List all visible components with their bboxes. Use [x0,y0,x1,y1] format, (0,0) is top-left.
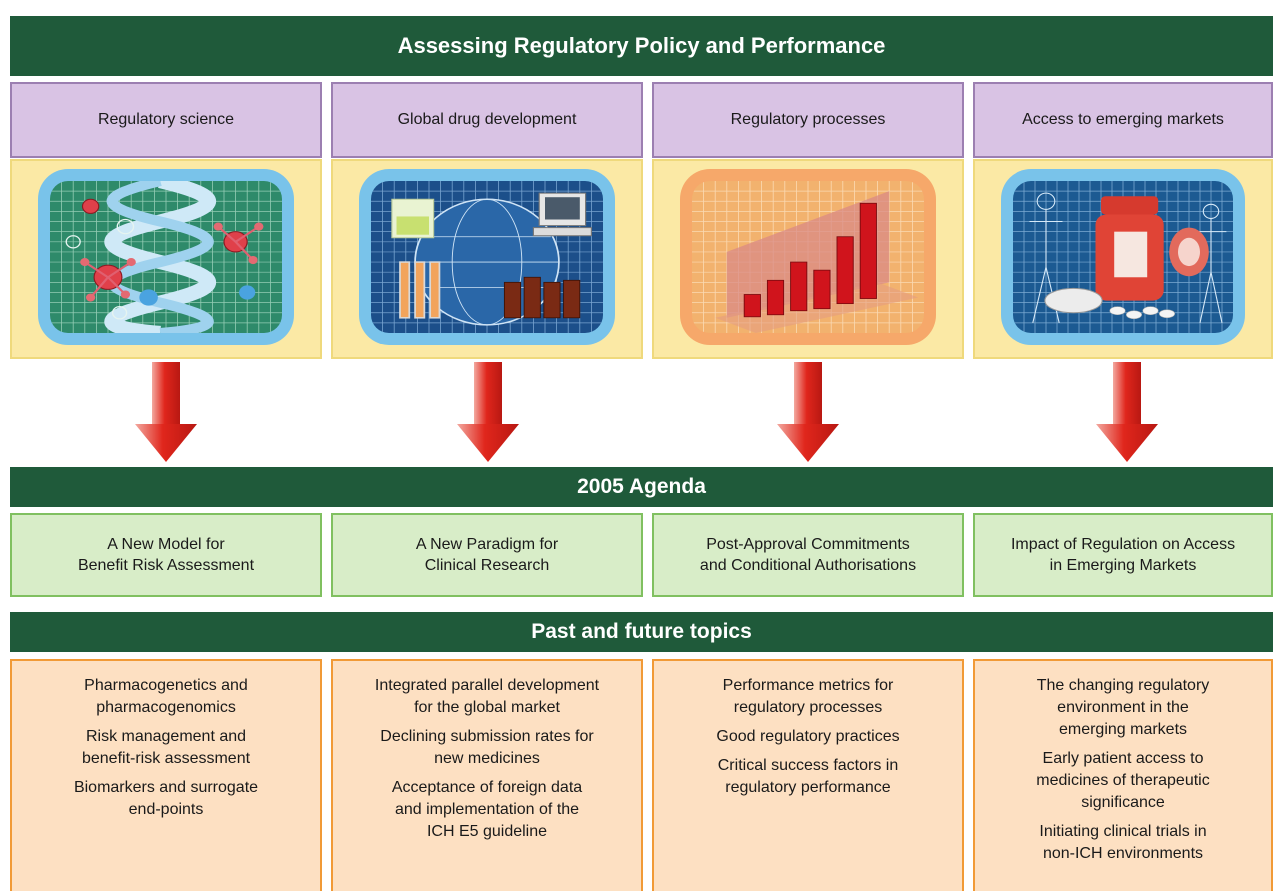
agenda-item-line: Post-Approval Commitments [706,536,910,553]
agenda-item-line: A New Model for [107,536,225,553]
medicine-bottle-body-icon [1013,181,1233,333]
main-title-banner: Assessing Regulatory Policy and Performa… [10,16,1273,76]
illustration-panel-regulatory-science [10,159,322,359]
monitor-frame [38,169,294,345]
down-arrow-icon [777,362,839,462]
molecules-dna-icon [50,181,282,333]
bar-chart-3d-icon [692,181,924,333]
topics-banner: Past and future topics [10,612,1273,652]
agenda-item: Post-Approval Commitments and Conditional… [652,513,964,597]
down-arrow-icon [457,362,519,462]
monitor-frame [1001,169,1245,345]
agenda-item-line: Impact of Regulation on Access [1010,536,1236,553]
down-arrow-icon [1096,362,1158,462]
column-heading-global-drug-development: Global drug development [331,82,643,158]
agenda-item: Impact of Regulation on Access in Emergin… [973,513,1273,597]
column-heading-access-to-emerging-markets: Access to emerging markets [973,82,1273,158]
down-arrow-icon [135,362,197,462]
monitor-frame [680,169,936,345]
globe-lab-computer-icon [371,181,603,333]
monitor-frame [359,169,615,345]
agenda-item-line: A New Paradigm for [415,536,559,553]
agenda-banner: 2005 Agenda [10,467,1273,507]
agenda-item-line: Benefit Risk Assessment [77,557,255,574]
topic-item: Good regulatory practices [716,728,900,745]
column-heading-regulatory-science: Regulatory science [10,82,322,158]
illustration-panel-access-to-emerging-markets [973,159,1273,359]
illustration-panel-regulatory-processes [652,159,964,359]
agenda-item-line: and Conditional Authorisations [699,557,917,574]
illustration-panel-global-drug-development [331,159,643,359]
agenda-item-line: in Emerging Markets [1049,557,1197,574]
column-heading-regulatory-processes: Regulatory processes [652,82,964,158]
agenda-item-line: Clinical Research [424,557,550,574]
